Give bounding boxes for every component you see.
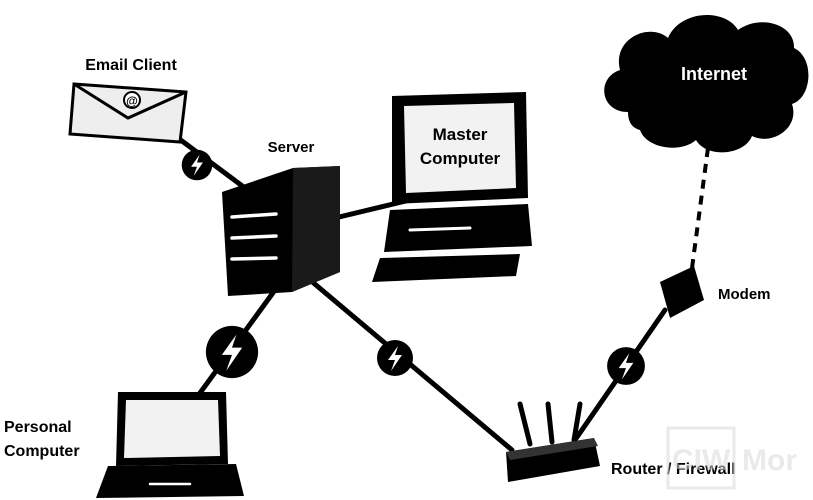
connection-badges <box>181 149 645 385</box>
watermark-logo-box <box>666 426 736 490</box>
router-firewall-label: Router / Firewall <box>611 461 735 478</box>
master-computer-label-line2: Computer <box>420 149 501 168</box>
personal-computer-node[interactable]: Personal Computer <box>4 392 244 498</box>
email-client-node[interactable]: Email Client @ <box>68 57 188 144</box>
email-client-label: Email Client <box>85 57 177 74</box>
watermark-text: Mor <box>742 444 797 477</box>
master-computer-label-line1: Master <box>433 125 488 144</box>
modem-node[interactable]: Modem <box>660 266 771 318</box>
internet-label: Internet <box>681 64 747 84</box>
desktop-computer-icon <box>372 92 532 282</box>
lightning-bolt-icon <box>377 340 413 376</box>
master-computer-node[interactable]: Master Computer <box>372 92 532 282</box>
internet-node[interactable]: Internet <box>604 15 809 153</box>
lightning-bolt-icon <box>205 325 259 379</box>
lightning-bolt-icon <box>181 149 213 181</box>
modem-label: Modem <box>718 286 771 303</box>
laptop-icon <box>96 392 244 498</box>
server-label: Server <box>268 139 315 156</box>
watermark-mark: CIW <box>672 444 731 477</box>
cloud-icon <box>604 15 809 153</box>
modem-icon <box>660 266 704 318</box>
at-glyph: @ <box>126 94 138 108</box>
lightning-bolt-icon <box>607 347 645 385</box>
server-tower-icon <box>222 166 340 296</box>
envelope-icon: @ <box>68 82 188 144</box>
personal-computer-label-line1: Personal <box>4 419 72 436</box>
watermark: CIW Mor <box>666 426 797 490</box>
link-modem-internet <box>690 147 710 269</box>
router-icon <box>506 401 600 482</box>
personal-computer-label-line2: Computer <box>4 443 80 460</box>
router-firewall-node[interactable]: Router / Firewall <box>506 401 735 482</box>
server-node[interactable]: Server <box>222 139 340 296</box>
